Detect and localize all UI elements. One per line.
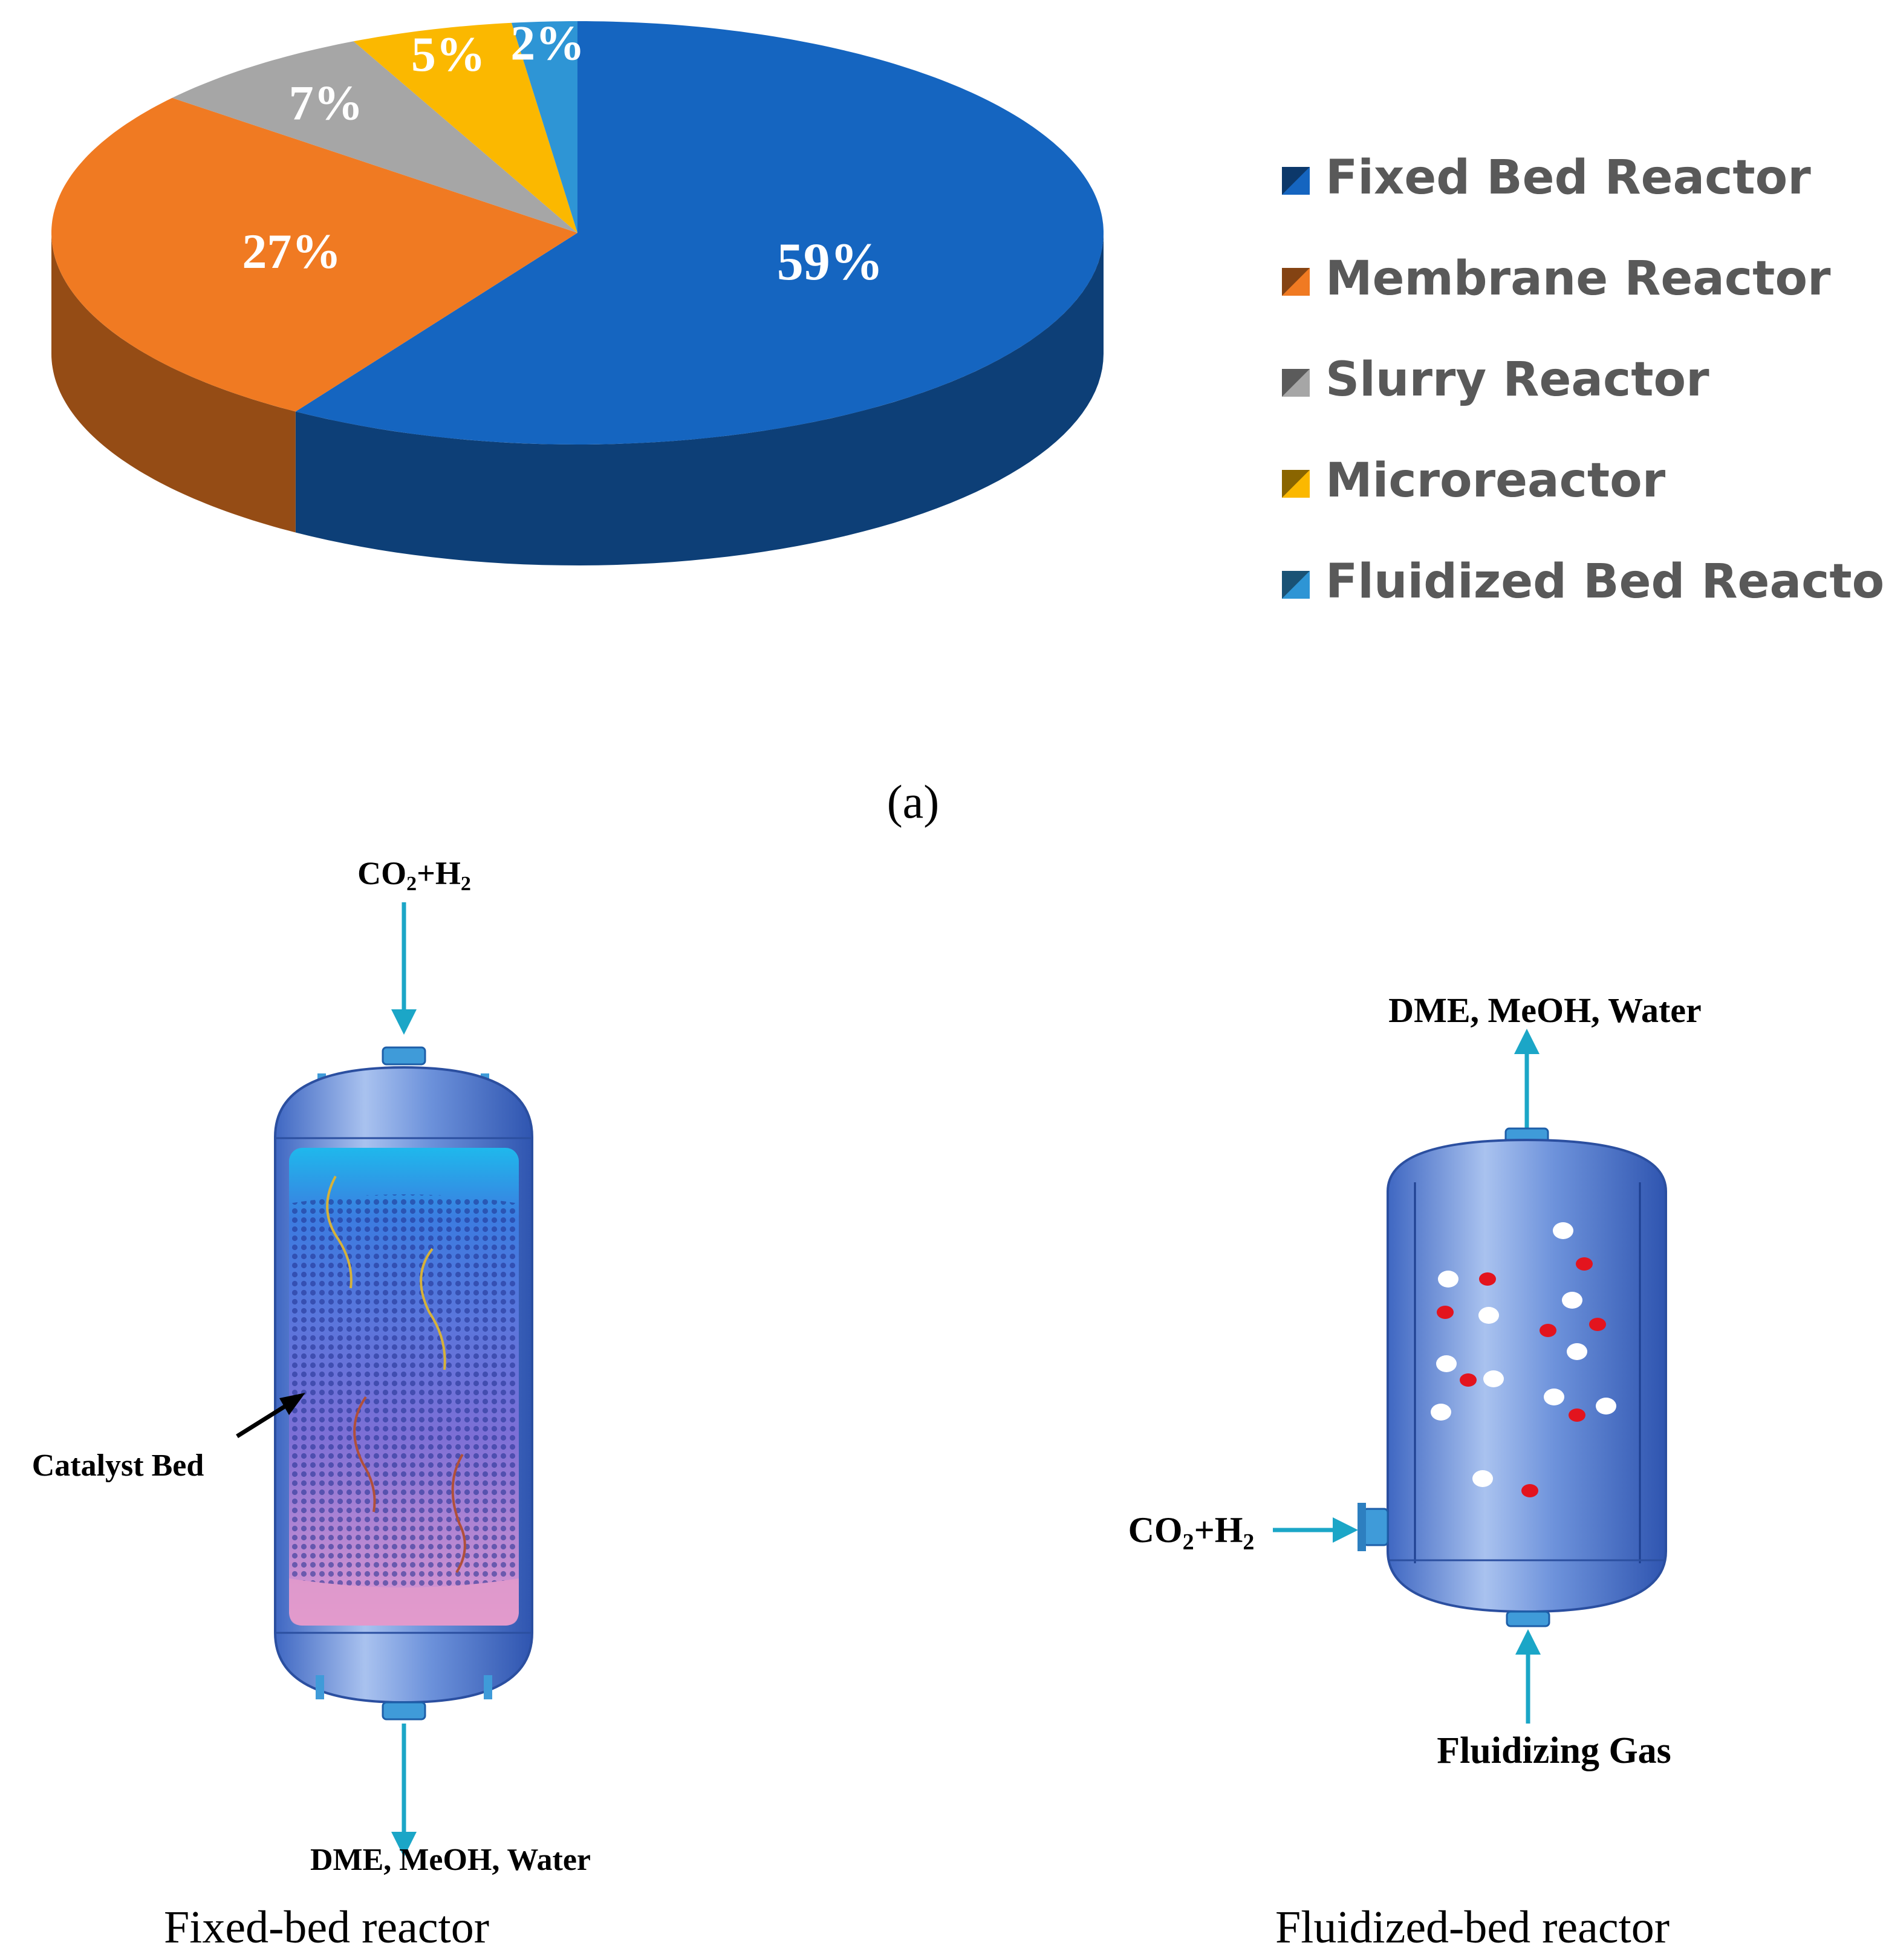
gas-bubble bbox=[1596, 1398, 1616, 1415]
fluidized-bed-bottom-nozzle bbox=[1506, 1610, 1550, 1627]
catalyst-particle bbox=[1589, 1318, 1606, 1331]
pie-slice-microreactor bbox=[353, 22, 577, 233]
legend-label-microreactor: Microreactor bbox=[1325, 454, 1666, 508]
fixed-bed-bottom-nozzle bbox=[382, 1701, 426, 1721]
fluidized-particles bbox=[1431, 1222, 1616, 1497]
fluidized-bed-side-nozzle bbox=[1362, 1508, 1389, 1546]
catalyst-bed-particles bbox=[289, 1194, 519, 1587]
legend-label-membrane-reactor: Membrane Reactor bbox=[1325, 252, 1831, 306]
legend-swatch-shade-membrane-reactor bbox=[1282, 268, 1310, 296]
catalyst-bed-label: Catalyst Bed bbox=[32, 1448, 204, 1483]
fixed-bed-reactor-diagram: CO2+H2 DME, MeOH, Water bbox=[32, 855, 591, 1953]
fluidized-bed-caption: Fluidized-bed reactor bbox=[1275, 1902, 1670, 1953]
fluidized-bed-outlet-label: DME, MeOH, Water bbox=[1388, 991, 1702, 1030]
gas-bubble bbox=[1472, 1470, 1493, 1487]
fluidized-bed-inlet-label: CO2+H2 bbox=[1128, 1510, 1255, 1555]
fluidized-bed-vessel-shell bbox=[1387, 1138, 1667, 1613]
gas-bubble bbox=[1562, 1292, 1582, 1309]
pie-slice-membrane-reactor bbox=[51, 97, 577, 412]
pie-top-slices bbox=[51, 21, 1104, 444]
catalyst-particle bbox=[1437, 1306, 1454, 1319]
legend-label-fluidized-bed-reactor: Fluidized Bed Reactor bbox=[1325, 555, 1886, 609]
fixed-bed-top-nozzle bbox=[382, 1046, 426, 1066]
pie-label-microreactor: 5% bbox=[411, 27, 486, 82]
catalyst-bed-callout-arrowhead bbox=[279, 1393, 305, 1415]
catalyst-particle bbox=[1479, 1272, 1496, 1286]
legend-swatch-shade-fixed-bed-reactor bbox=[1282, 167, 1310, 195]
pie-label-membrane-reactor: 27% bbox=[242, 224, 341, 279]
legend-swatch-shade-microreactor bbox=[1282, 470, 1310, 498]
flow-line-2 bbox=[420, 1248, 446, 1370]
pie-slice-slurry-reactor bbox=[172, 41, 577, 233]
flow-line-3 bbox=[353, 1396, 376, 1512]
pie-label-fixed-bed-reactor: 59% bbox=[777, 233, 883, 291]
pie-side-fixed-bed-reactor bbox=[295, 233, 1104, 565]
legend-label-fixed-bed-reactor: Fixed Bed Reactor bbox=[1325, 151, 1811, 205]
pie-label-fluidized-bed-reactor: 2% bbox=[510, 16, 585, 71]
fixed-bed-outlet-label: DME, MeOH, Water bbox=[310, 1843, 591, 1877]
fixed-bed-inlet-label: CO2+H2 bbox=[357, 855, 471, 895]
pie-side-walls bbox=[51, 233, 1104, 565]
catalyst-particle bbox=[1569, 1408, 1585, 1422]
fluidizing-gas-label: Fluidizing Gas bbox=[1437, 1730, 1671, 1771]
fixed-bed-lug-right-bottom bbox=[484, 1675, 492, 1699]
catalyst-particle bbox=[1521, 1484, 1538, 1497]
pie-chart: 59% 27% 7% 5% 2% bbox=[51, 16, 1104, 565]
catalyst-particle bbox=[1576, 1257, 1593, 1271]
panel-a-label: (a) bbox=[887, 775, 940, 828]
gas-bubble bbox=[1436, 1355, 1457, 1372]
fluidized-bed-side-flange bbox=[1358, 1503, 1366, 1551]
gas-bubble bbox=[1544, 1389, 1564, 1405]
legend-swatch-shade-fluidized-bed-reactor bbox=[1282, 571, 1310, 599]
flow-line-4 bbox=[451, 1453, 466, 1574]
flow-line-1 bbox=[326, 1176, 353, 1289]
legend-label-slurry-reactor: Slurry Reactor bbox=[1325, 353, 1709, 407]
pie-slice-fluidized-bed-reactor bbox=[512, 21, 577, 233]
catalyst-bed-callout-arrow bbox=[236, 1401, 291, 1438]
catalyst-particle bbox=[1540, 1324, 1556, 1337]
legend-swatch-shade-slurry-reactor bbox=[1282, 369, 1310, 397]
catalyst-particle bbox=[1460, 1373, 1477, 1387]
gas-bubble bbox=[1431, 1404, 1451, 1421]
fixed-bed-lug-left-bottom bbox=[316, 1675, 324, 1699]
pie-data-labels: 59% 27% 7% 5% 2% bbox=[242, 16, 883, 291]
gas-bubble bbox=[1478, 1307, 1499, 1324]
gas-bubble bbox=[1483, 1370, 1504, 1387]
fluidized-bed-reactor-diagram: DME, MeOH, Water CO2+H2 Fluidizing Gas F… bbox=[1128, 991, 1702, 1953]
gas-bubble bbox=[1553, 1222, 1573, 1239]
gas-bubble bbox=[1438, 1271, 1458, 1288]
pie-slice-fixed-bed-reactor bbox=[295, 21, 1104, 444]
pie-side-membrane-reactor bbox=[51, 233, 296, 533]
pie-label-slurry-reactor: 7% bbox=[289, 75, 363, 130]
fixed-bed-caption: Fixed-bed reactor bbox=[164, 1902, 489, 1953]
fixed-bed-bottom-zone bbox=[289, 1578, 519, 1626]
gas-bubble bbox=[1567, 1343, 1587, 1360]
